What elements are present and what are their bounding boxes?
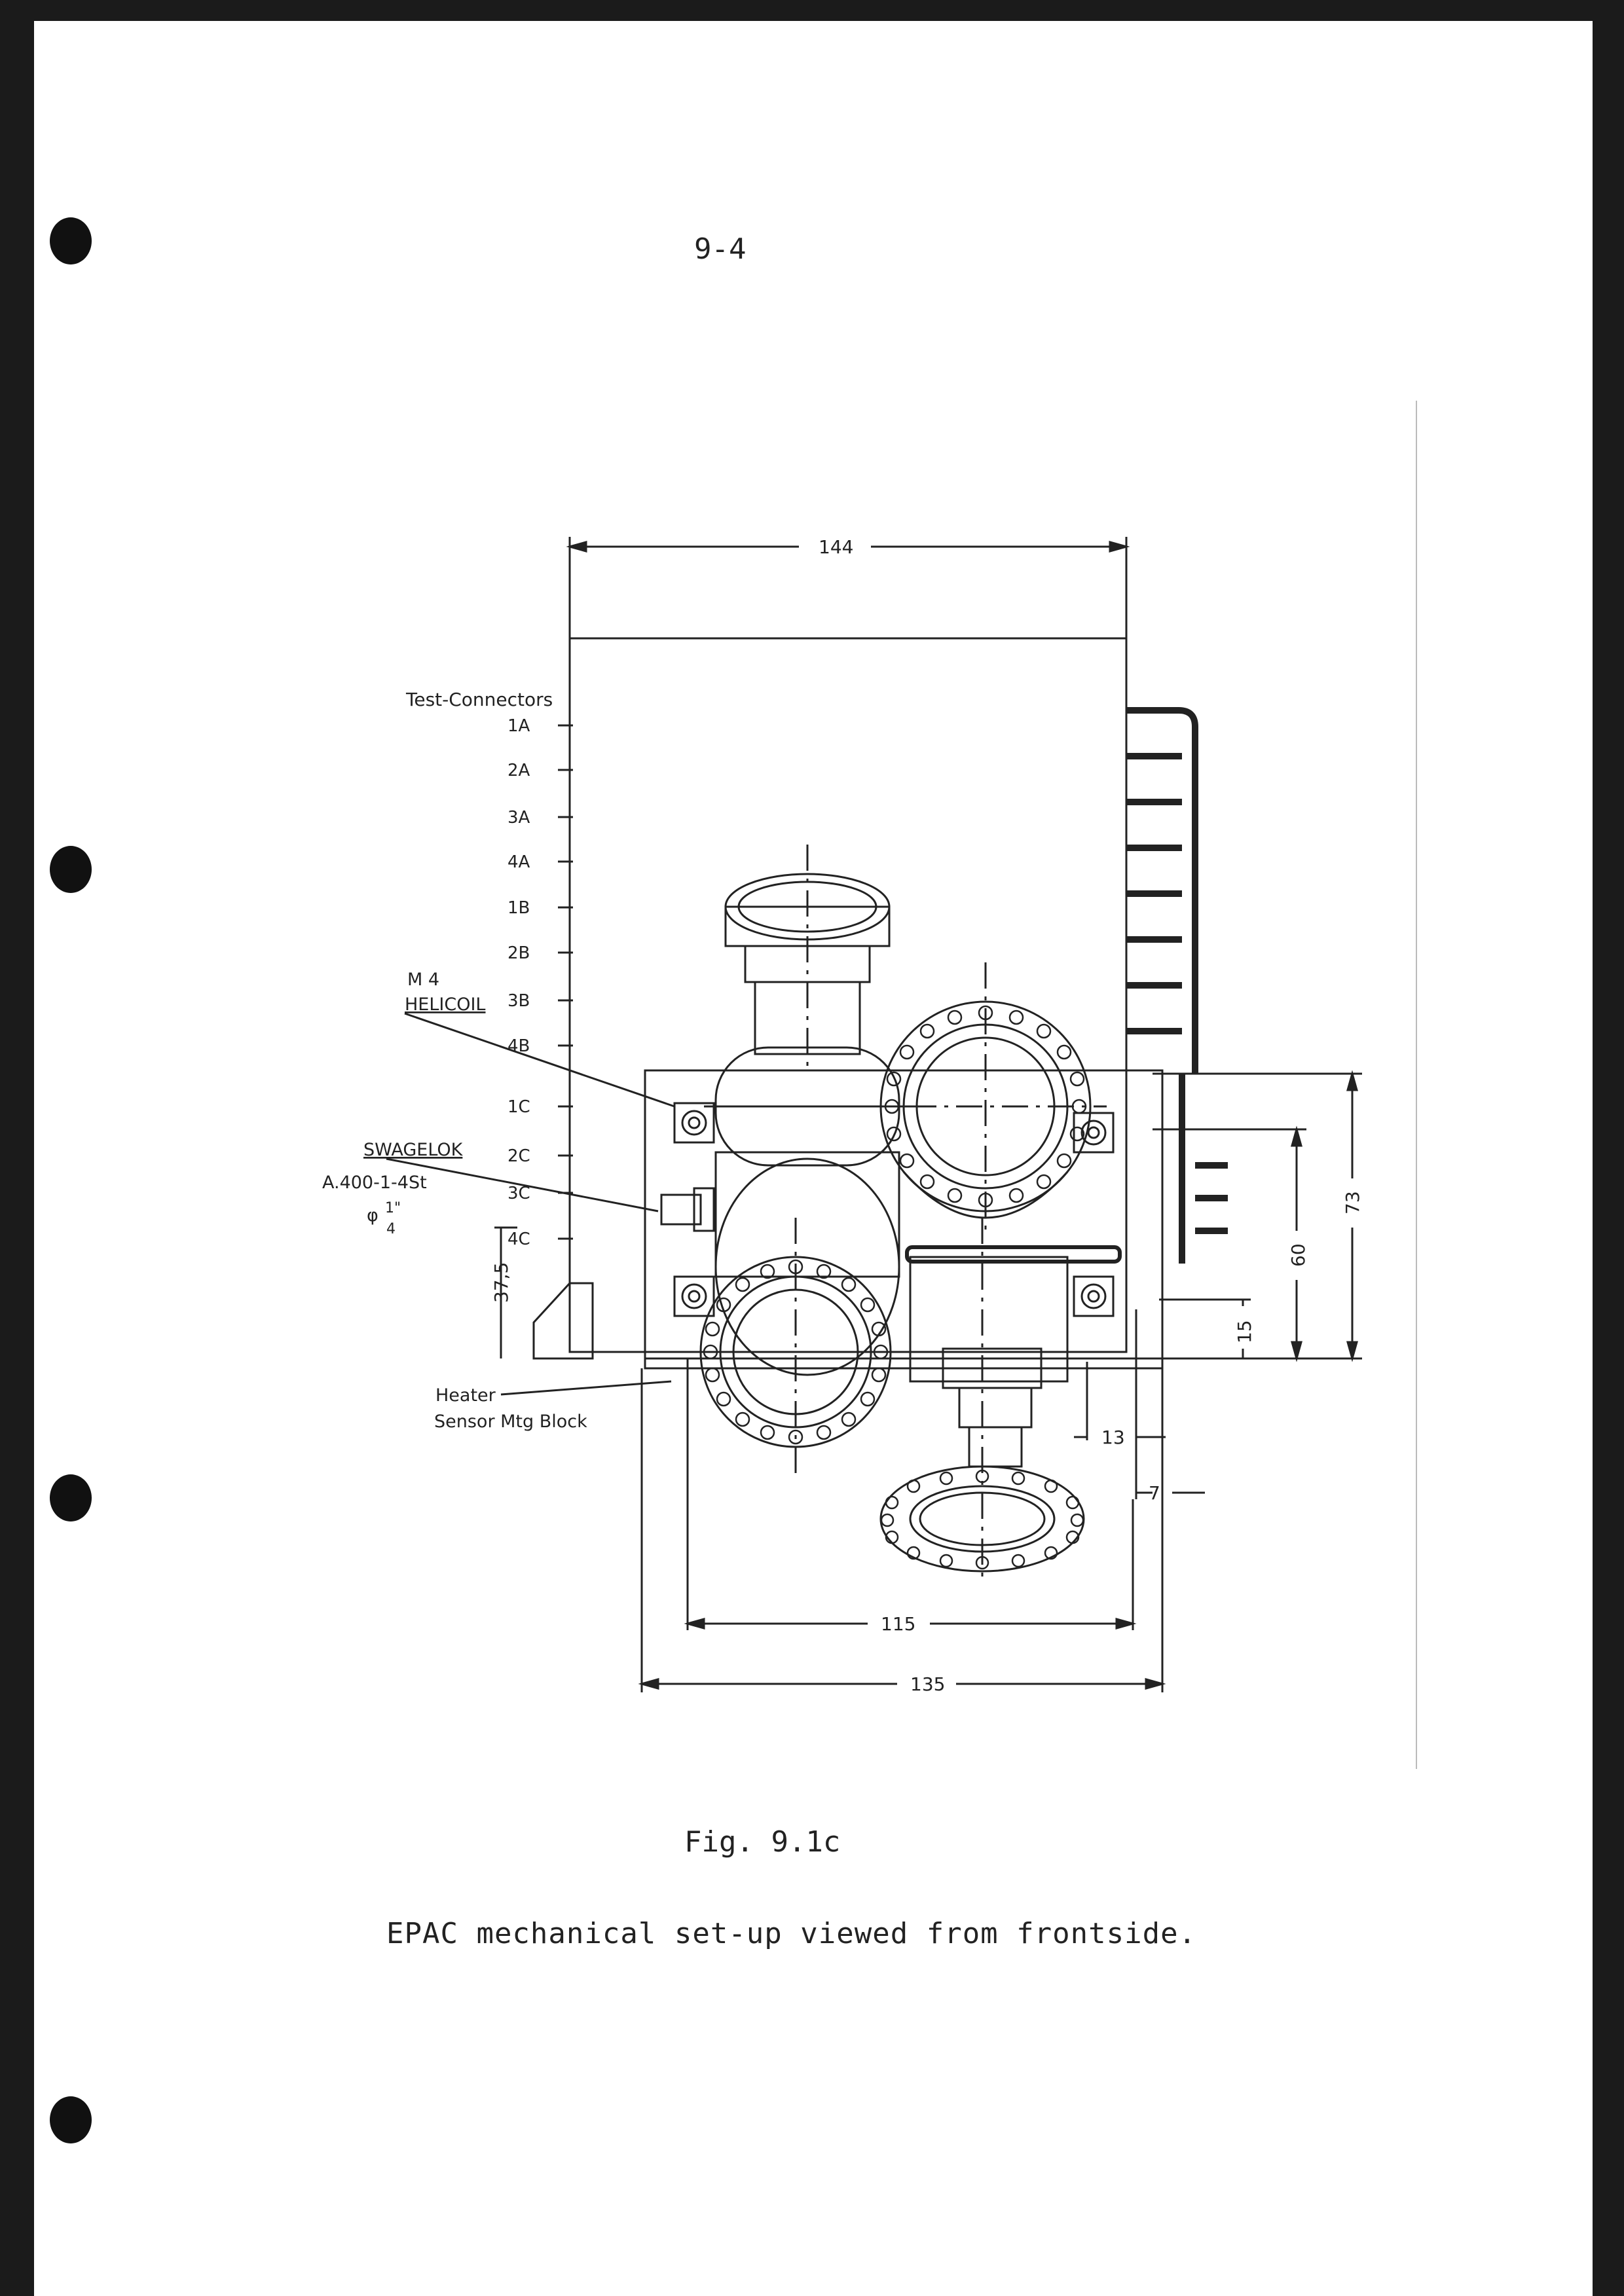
pipe-diameter-numerator: 1": [385, 1200, 401, 1216]
dimension-13: 13: [1101, 1427, 1125, 1448]
pipe-diameter-denominator: 4: [386, 1221, 396, 1237]
upper-flange: [864, 962, 1107, 1237]
heater-callout: Heater: [435, 1385, 496, 1406]
dimension-144: 144: [819, 536, 853, 558]
heater-block: [532, 1282, 594, 1360]
connector-label: 2C: [507, 1146, 530, 1166]
swagelok-callout: SWAGELOK: [363, 1140, 464, 1160]
connector-label: 1C: [507, 1097, 530, 1117]
figure-caption: EPAC mechanical set-up viewed from front…: [386, 1917, 1197, 1950]
connector-label: 4A: [507, 852, 530, 872]
dimension-37-5: 37,5: [490, 1262, 512, 1303]
connector-label: 3A: [507, 808, 530, 828]
lower-flange-bolts: [703, 1259, 889, 1445]
punch-hole: [50, 2096, 92, 2143]
figure-label: Fig. 9.1c: [684, 1825, 841, 1859]
connector-label: 3C: [507, 1184, 530, 1203]
connector-label: 3B: [507, 991, 530, 1011]
connector-label: 4B: [507, 1036, 530, 1056]
punch-hole: [50, 217, 92, 264]
base-block: [644, 1069, 1164, 1370]
connector-label: 2A: [507, 761, 530, 780]
heater-tubing: [1126, 707, 1228, 1264]
helicoil-callout: HELICOIL: [405, 994, 485, 1015]
pipe-diameter-symbol: φ: [367, 1205, 378, 1226]
punch-hole: [50, 846, 92, 893]
page-number: 9-4: [694, 232, 747, 266]
connector-label: 1A: [507, 716, 530, 736]
dimension-73: 73: [1342, 1191, 1363, 1214]
housing-outline: [568, 637, 1128, 1353]
connector-label: 2B: [507, 943, 530, 963]
dimension-15: 15: [1234, 1320, 1255, 1343]
margin-rule: [1416, 401, 1417, 1769]
connector-label: 4C: [507, 1230, 530, 1249]
punch-hole: [50, 1474, 92, 1522]
connectors-title: Test-Connectors: [405, 689, 553, 710]
dimension-60: 60: [1287, 1243, 1309, 1267]
dimension-135: 135: [910, 1673, 945, 1695]
m4-callout: M 4: [407, 970, 439, 990]
bottom-port: [879, 1218, 1085, 1584]
dimension-115: 115: [881, 1613, 915, 1635]
sensor-block-callout: Sensor Mtg Block: [434, 1412, 587, 1432]
top-port: [714, 845, 900, 1167]
dimension-7: 7: [1149, 1482, 1160, 1504]
upper-flange-bolts: [884, 1005, 1087, 1208]
bottom-flange-bolts: [880, 1469, 1084, 1570]
swagelok-part-number: A.400-1-4St: [322, 1173, 427, 1193]
lower-left-flange: [681, 1218, 910, 1473]
connector-label: 1B: [507, 898, 530, 918]
